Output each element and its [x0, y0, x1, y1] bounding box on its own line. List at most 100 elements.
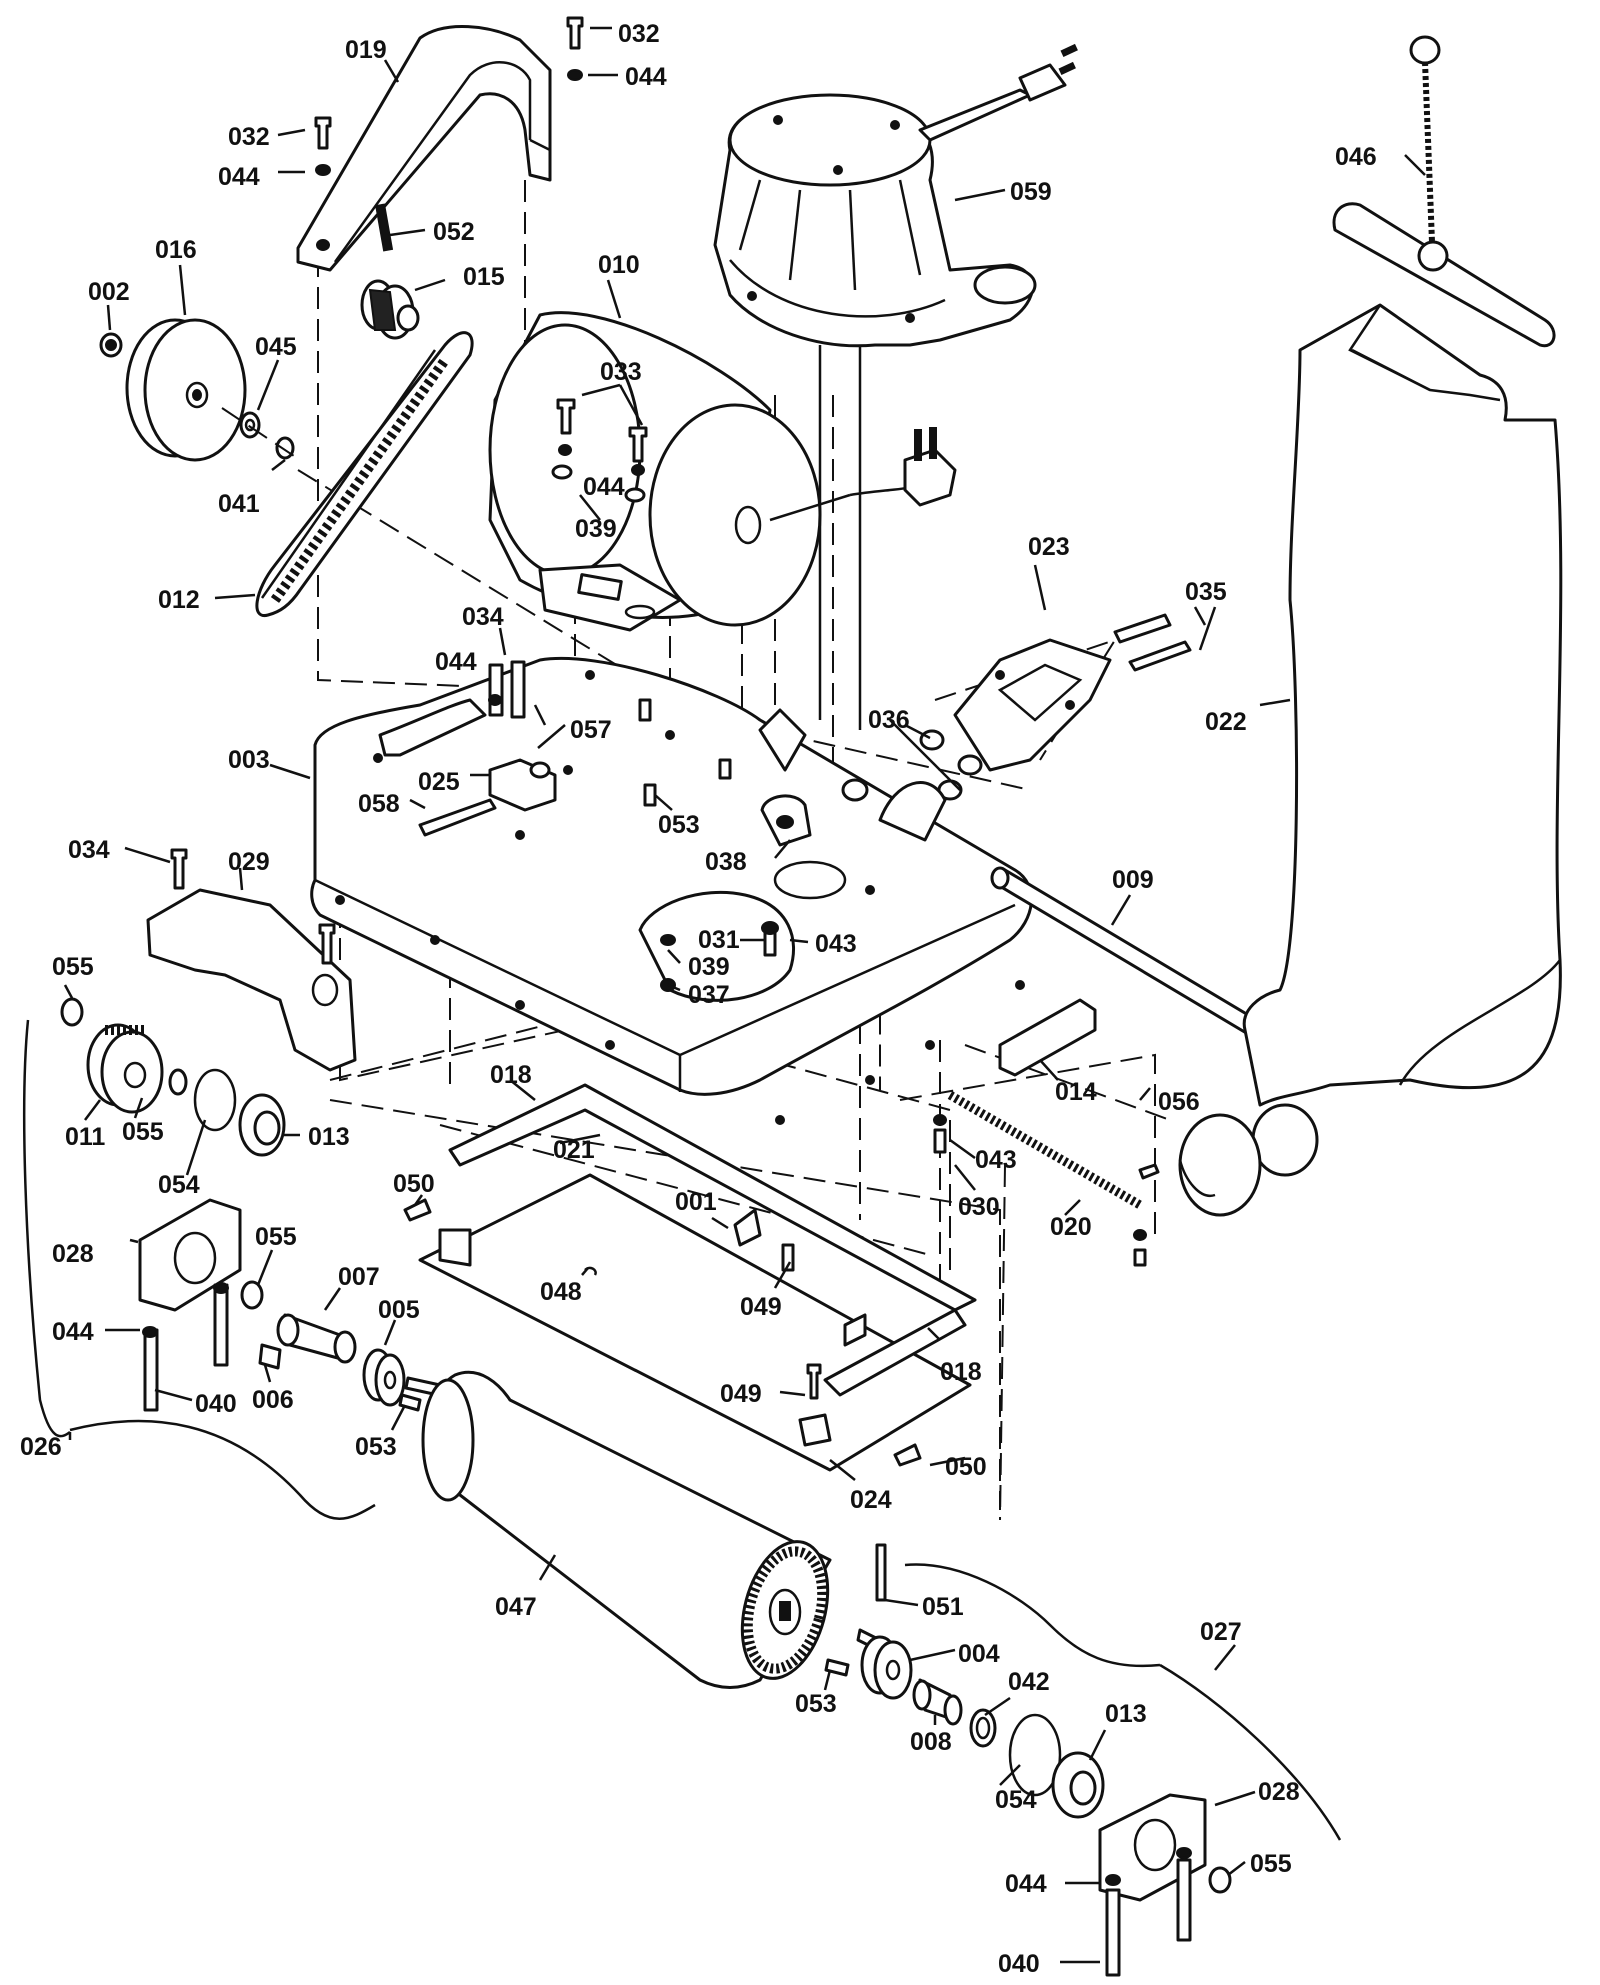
- label-014: 014: [1055, 1078, 1097, 1106]
- label-018-top: 018: [490, 1061, 532, 1089]
- bearing-block-028-left: [69, 1198, 376, 1520]
- drive-pulley-016: [99, 318, 301, 462]
- drive-belt-012: [255, 331, 474, 617]
- label-034-top: 034: [462, 603, 504, 631]
- label-009: 009: [1112, 866, 1154, 894]
- label-048: 048: [540, 1278, 582, 1306]
- label-001: 001: [675, 1188, 717, 1216]
- label-029: 029: [228, 848, 270, 876]
- label-010: 010: [598, 251, 640, 279]
- label-055-bearing: 055: [255, 1223, 297, 1251]
- label-055-right: 055: [1250, 1850, 1292, 1878]
- left-shaft-parts: [258, 1313, 442, 1412]
- label-031: 031: [698, 926, 740, 954]
- label-011: 011: [65, 1123, 105, 1151]
- label-039-center: 039: [688, 953, 730, 981]
- switch-bracket-025: [418, 660, 557, 837]
- label-024: 024: [850, 1486, 892, 1514]
- label-002: 002: [88, 278, 130, 306]
- label-053-left: 053: [355, 1433, 397, 1461]
- label-012: 012: [158, 586, 200, 614]
- label-058: 058: [358, 790, 400, 818]
- label-057: 057: [570, 716, 612, 744]
- label-043-right: 043: [975, 1146, 1017, 1174]
- label-021: 021: [553, 1136, 595, 1164]
- vacuum-fan-059: [713, 43, 1078, 730]
- label-016: 016: [155, 236, 197, 264]
- label-050-bottom: 050: [945, 1453, 987, 1481]
- label-037: 037: [688, 981, 730, 1009]
- label-053-right: 053: [795, 1690, 837, 1718]
- label-028-right: 028: [1258, 1778, 1300, 1806]
- label-013-right: 013: [1105, 1700, 1147, 1728]
- label-007: 007: [338, 1263, 380, 1291]
- part-labels: 032 044 019 032 044 016 002 052 015 010 …: [20, 20, 1377, 1978]
- label-055-top-left: 055: [52, 953, 94, 981]
- label-020: 020: [1050, 1213, 1092, 1241]
- label-015: 015: [463, 263, 505, 291]
- label-045: 045: [255, 333, 297, 361]
- label-025: 025: [418, 768, 460, 796]
- motor-pulley-015: [360, 203, 420, 340]
- label-034-handle: 034: [68, 836, 110, 864]
- label-044-left-bottom: 044: [52, 1318, 94, 1346]
- label-027: 027: [1200, 1618, 1242, 1646]
- label-052: 052: [433, 218, 475, 246]
- right-drive-parts: [824, 1543, 1342, 1977]
- cam-038: [638, 698, 812, 847]
- label-054-right: 054: [995, 1786, 1037, 1814]
- label-044-left: 044: [218, 163, 260, 191]
- label-044-top: 044: [625, 63, 667, 91]
- label-049-center: 049: [740, 1293, 782, 1321]
- label-044-right: 044: [1005, 1870, 1047, 1898]
- label-040-left: 040: [195, 1390, 237, 1418]
- label-041: 041: [218, 490, 260, 518]
- label-019: 019: [345, 36, 387, 64]
- label-051: 051: [922, 1593, 964, 1621]
- label-008: 008: [910, 1728, 952, 1756]
- bottom-plate-021: [403, 1083, 977, 1472]
- label-053-top: 053: [658, 811, 700, 839]
- label-056: 056: [1158, 1088, 1200, 1116]
- label-035: 035: [1185, 578, 1227, 606]
- label-047: 047: [495, 1593, 537, 1621]
- label-059: 059: [1010, 178, 1052, 206]
- fasteners-top: [314, 16, 584, 251]
- side-rail-014: [933, 998, 1160, 1267]
- label-013-left: 013: [308, 1123, 350, 1151]
- left-drive-parts: [22, 997, 286, 1440]
- label-049-bottom: 049: [720, 1380, 762, 1408]
- label-054-left: 054: [158, 1171, 200, 1199]
- brush-roller-047: [421, 1370, 832, 1689]
- label-026: 026: [20, 1433, 62, 1461]
- label-032-left: 032: [228, 123, 270, 151]
- label-003: 003: [228, 746, 270, 774]
- label-055-left: 055: [122, 1118, 164, 1146]
- label-039-motor: 039: [575, 515, 617, 543]
- label-043-center: 043: [815, 930, 857, 958]
- label-022: 022: [1205, 708, 1247, 736]
- label-044-mid: 044: [435, 648, 477, 676]
- label-006: 006: [252, 1386, 294, 1414]
- label-038: 038: [705, 848, 747, 876]
- label-018-bottom: 018: [940, 1358, 982, 1386]
- label-033: 033: [600, 358, 642, 386]
- label-044-motor: 044: [583, 473, 625, 501]
- bag-hanger-046: [1332, 35, 1556, 348]
- label-032-top: 032: [618, 20, 660, 48]
- handle-bracket-023: [758, 613, 1192, 842]
- label-028-left: 028: [52, 1240, 94, 1268]
- label-030: 030: [958, 1193, 1000, 1221]
- label-050-top: 050: [393, 1170, 435, 1198]
- label-005: 005: [378, 1296, 420, 1324]
- motor-fasteners: [551, 383, 648, 503]
- leader-lines: [63, 26, 1426, 1964]
- dust-bag-022: [1178, 303, 1563, 1217]
- label-046: 046: [1335, 143, 1377, 171]
- carry-handle-029: [146, 848, 357, 1072]
- base-housing-003: [310, 656, 1033, 1125]
- label-036: 036: [868, 706, 910, 734]
- belt-guard-019: [296, 24, 552, 272]
- label-004: 004: [958, 1640, 1000, 1668]
